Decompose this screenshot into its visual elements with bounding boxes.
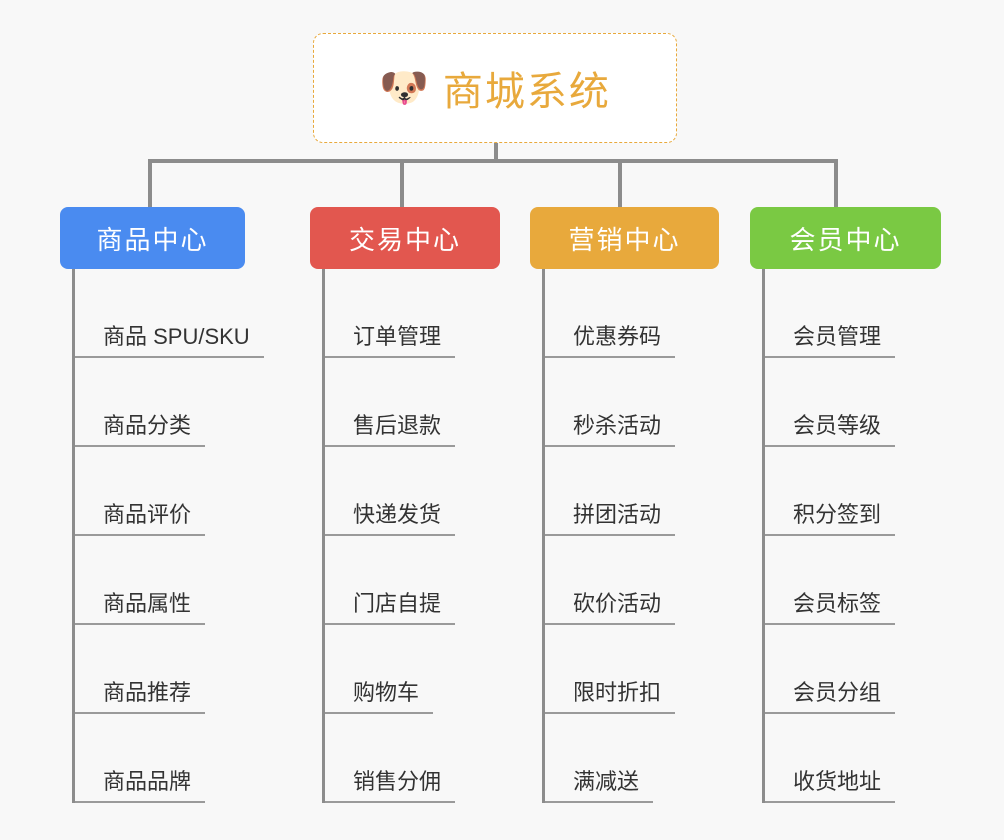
leaf-list-3: 优惠券码秒杀活动拼团活动砍价活动限时折扣满减送 bbox=[542, 269, 760, 803]
leaf-item-label: 积分签到 bbox=[765, 501, 896, 536]
leaf-item-label: 优惠券码 bbox=[545, 323, 676, 358]
connector-drop-2 bbox=[618, 159, 622, 207]
connector-drop-1 bbox=[400, 159, 404, 207]
leaf-item[interactable]: 售后退款 bbox=[325, 358, 540, 447]
leaf-item-label: 商品推荐 bbox=[75, 679, 206, 714]
leaf-item-label: 限时折扣 bbox=[545, 679, 676, 714]
column-header-2[interactable]: 交易中心 bbox=[310, 207, 500, 269]
leaf-item-label: 销售分佣 bbox=[325, 768, 456, 803]
leaf-item-label: 会员等级 bbox=[765, 412, 896, 447]
leaf-item[interactable]: 商品品牌 bbox=[75, 714, 290, 803]
column-2: 交易中心订单管理售后退款快递发货门店自提购物车销售分佣 bbox=[310, 207, 540, 803]
column-header-1[interactable]: 商品中心 bbox=[60, 207, 245, 269]
leaf-item[interactable]: 商品推荐 bbox=[75, 625, 290, 714]
leaf-item[interactable]: 商品 SPU/SKU bbox=[75, 269, 290, 358]
column-4: 会员中心会员管理会员等级积分签到会员标签会员分组收货地址 bbox=[750, 207, 980, 803]
leaf-item[interactable]: 会员标签 bbox=[765, 536, 980, 625]
leaf-item[interactable]: 商品属性 bbox=[75, 536, 290, 625]
connector-root-stem bbox=[494, 143, 498, 163]
leaf-item[interactable]: 优惠券码 bbox=[545, 269, 760, 358]
leaf-item-label: 会员管理 bbox=[765, 323, 896, 358]
leaf-item[interactable]: 砍价活动 bbox=[545, 536, 760, 625]
leaf-list-2: 订单管理售后退款快递发货门店自提购物车销售分佣 bbox=[322, 269, 540, 803]
leaf-item-label: 快递发货 bbox=[325, 501, 456, 536]
leaf-item[interactable]: 会员等级 bbox=[765, 358, 980, 447]
connector-drop-3 bbox=[834, 159, 838, 207]
column-3: 营销中心优惠券码秒杀活动拼团活动砍价活动限时折扣满减送 bbox=[530, 207, 760, 803]
leaf-item[interactable]: 限时折扣 bbox=[545, 625, 760, 714]
leaf-item[interactable]: 积分签到 bbox=[765, 447, 980, 536]
leaf-item[interactable]: 购物车 bbox=[325, 625, 540, 714]
leaf-item-label: 商品评价 bbox=[75, 501, 206, 536]
leaf-item-label: 商品分类 bbox=[75, 412, 206, 447]
leaf-item-label: 购物车 bbox=[325, 679, 434, 714]
shiba-dog-face-icon: 🐶 bbox=[379, 66, 429, 110]
column-1: 商品中心商品 SPU/SKU 商品分类商品评价商品属性商品推荐商品品牌 bbox=[60, 207, 290, 803]
leaf-list-1: 商品 SPU/SKU 商品分类商品评价商品属性商品推荐商品品牌 bbox=[72, 269, 290, 803]
leaf-item[interactable]: 会员管理 bbox=[765, 269, 980, 358]
leaf-item[interactable]: 会员分组 bbox=[765, 625, 980, 714]
leaf-item-label: 收货地址 bbox=[765, 768, 896, 803]
leaf-item[interactable]: 商品分类 bbox=[75, 358, 290, 447]
leaf-item-label: 商品品牌 bbox=[75, 768, 206, 803]
leaf-item-label: 商品 SPU/SKU bbox=[75, 323, 264, 358]
leaf-item-label: 售后退款 bbox=[325, 412, 456, 447]
leaf-item[interactable]: 门店自提 bbox=[325, 536, 540, 625]
root-title: 商城系统 bbox=[442, 70, 611, 114]
leaf-item[interactable]: 拼团活动 bbox=[545, 447, 760, 536]
leaf-item-label: 砍价活动 bbox=[545, 590, 676, 625]
leaf-item[interactable]: 销售分佣 bbox=[325, 714, 540, 803]
column-header-4[interactable]: 会员中心 bbox=[750, 207, 941, 269]
column-header-3[interactable]: 营销中心 bbox=[530, 207, 719, 269]
root-node[interactable]: 🐶 商城系统 bbox=[313, 33, 677, 143]
leaf-item-label: 订单管理 bbox=[325, 323, 456, 358]
leaf-item-label: 商品属性 bbox=[75, 590, 206, 625]
leaf-item[interactable]: 快递发货 bbox=[325, 447, 540, 536]
leaf-item-label: 满减送 bbox=[545, 768, 654, 803]
leaf-item-label: 拼团活动 bbox=[545, 501, 676, 536]
leaf-item[interactable]: 满减送 bbox=[545, 714, 760, 803]
leaf-item-label: 秒杀活动 bbox=[545, 412, 676, 447]
leaf-item-label: 门店自提 bbox=[325, 590, 456, 625]
leaf-list-4: 会员管理会员等级积分签到会员标签会员分组收货地址 bbox=[762, 269, 980, 803]
leaf-item-label: 会员标签 bbox=[765, 590, 896, 625]
leaf-item-label: 会员分组 bbox=[765, 679, 896, 714]
leaf-item[interactable]: 商品评价 bbox=[75, 447, 290, 536]
leaf-item[interactable]: 订单管理 bbox=[325, 269, 540, 358]
connector-drop-0 bbox=[148, 159, 152, 207]
connector-horizontal-bus bbox=[148, 159, 838, 163]
leaf-item[interactable]: 秒杀活动 bbox=[545, 358, 760, 447]
leaf-item[interactable]: 收货地址 bbox=[765, 714, 980, 803]
